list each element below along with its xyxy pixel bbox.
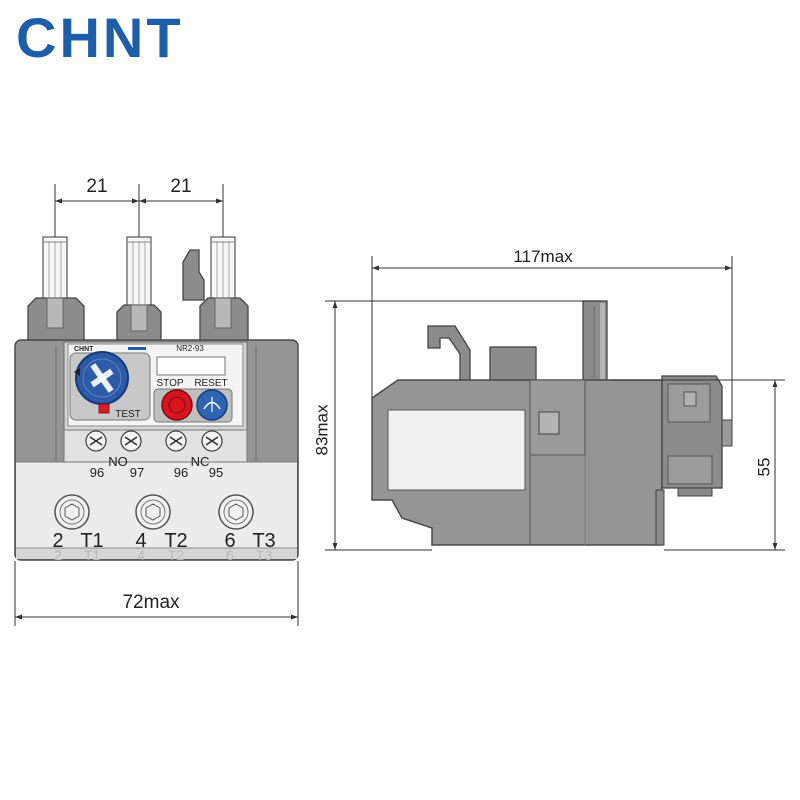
terminal-screw-icon — [218, 494, 254, 530]
terminal-name: T1 — [80, 530, 103, 552]
mounting-tab — [182, 249, 205, 301]
terminal-name-lower: T1 — [84, 547, 101, 563]
front-width-value: 72max — [122, 592, 180, 613]
terminal-number: 2 — [52, 530, 63, 552]
side-body-height-dimension: 55 — [610, 379, 785, 551]
terminal-name: T3 — [252, 530, 275, 552]
side-tall-tab — [582, 300, 608, 382]
test-label: TEST — [115, 409, 141, 420]
terminal-screw-icon — [54, 494, 90, 530]
side-block — [489, 346, 537, 382]
test-indicator — [98, 403, 110, 414]
front-width-dimension: 72max — [14, 561, 299, 626]
terminal-name-lower: T2 — [168, 547, 185, 563]
terminal-screw-icon — [165, 430, 187, 452]
aux-contact-strip: NO NC 96 97 96 95 — [63, 429, 248, 480]
model-label: NR2-93 — [176, 344, 204, 353]
terminal-number: 4 — [135, 530, 146, 552]
rod — [210, 236, 236, 302]
terminal-name: T2 — [164, 530, 187, 552]
side-body-height-value: 55 — [755, 458, 774, 477]
control-panel: CHNT NR2-93 TEST STOP RESET — [63, 341, 248, 431]
terminal-screw-icon — [120, 430, 142, 452]
pitch-left-value: 21 — [86, 176, 107, 197]
top-terminal-rods — [42, 236, 236, 308]
aux-terminal-number: 96 — [174, 465, 188, 480]
device-brand-label: CHNT — [74, 346, 94, 353]
side-window — [387, 409, 526, 491]
stop-button-icon — [161, 389, 193, 421]
rod — [42, 236, 68, 302]
side-height-value: 83max — [313, 404, 332, 456]
side-view: 117max 83max 55 — [313, 247, 785, 551]
pitch-right-value: 21 — [170, 176, 191, 197]
terminal-number-lower: 4 — [137, 547, 145, 563]
stop-label: STOP — [156, 378, 183, 389]
terminal-number: 6 — [224, 530, 235, 552]
terminal-housings — [27, 297, 249, 346]
no-contact-label: NO — [108, 454, 128, 469]
side-hook — [427, 325, 471, 382]
side-length-dimension: 117max — [371, 247, 733, 420]
rod — [126, 236, 152, 308]
side-height-dimension: 83max — [313, 300, 600, 551]
reset-button-icon — [196, 389, 228, 421]
aux-terminal-number: 96 — [90, 465, 104, 480]
front-view: 21 21 — [14, 176, 299, 626]
relay-body-side — [371, 300, 733, 546]
side-length-value: 117max — [513, 247, 573, 266]
brand-bar — [128, 347, 146, 350]
brand-logo: CHNT — [16, 6, 184, 69]
terminal-screw-icon — [85, 430, 107, 452]
front-pitch-dimension: 21 21 — [54, 176, 224, 240]
terminal-name-lower: T3 — [256, 547, 273, 563]
side-knob — [721, 419, 733, 447]
aux-terminal-number: 95 — [209, 465, 223, 480]
nc-contact-label: NC — [191, 454, 210, 469]
terminal-number-lower: 2 — [54, 547, 62, 563]
terminal-screw-icon — [135, 494, 171, 530]
main-terminals: 2 T1 4 T2 6 T3 2 T1 4 T2 6 T3 — [52, 494, 276, 563]
terminal-screw-icon — [201, 430, 223, 452]
display-window — [156, 356, 226, 376]
reset-label: RESET — [194, 378, 227, 389]
adjustment-dial-icon — [74, 351, 129, 405]
aux-terminal-number: 97 — [130, 465, 144, 480]
terminal-number-lower: 6 — [226, 547, 234, 563]
